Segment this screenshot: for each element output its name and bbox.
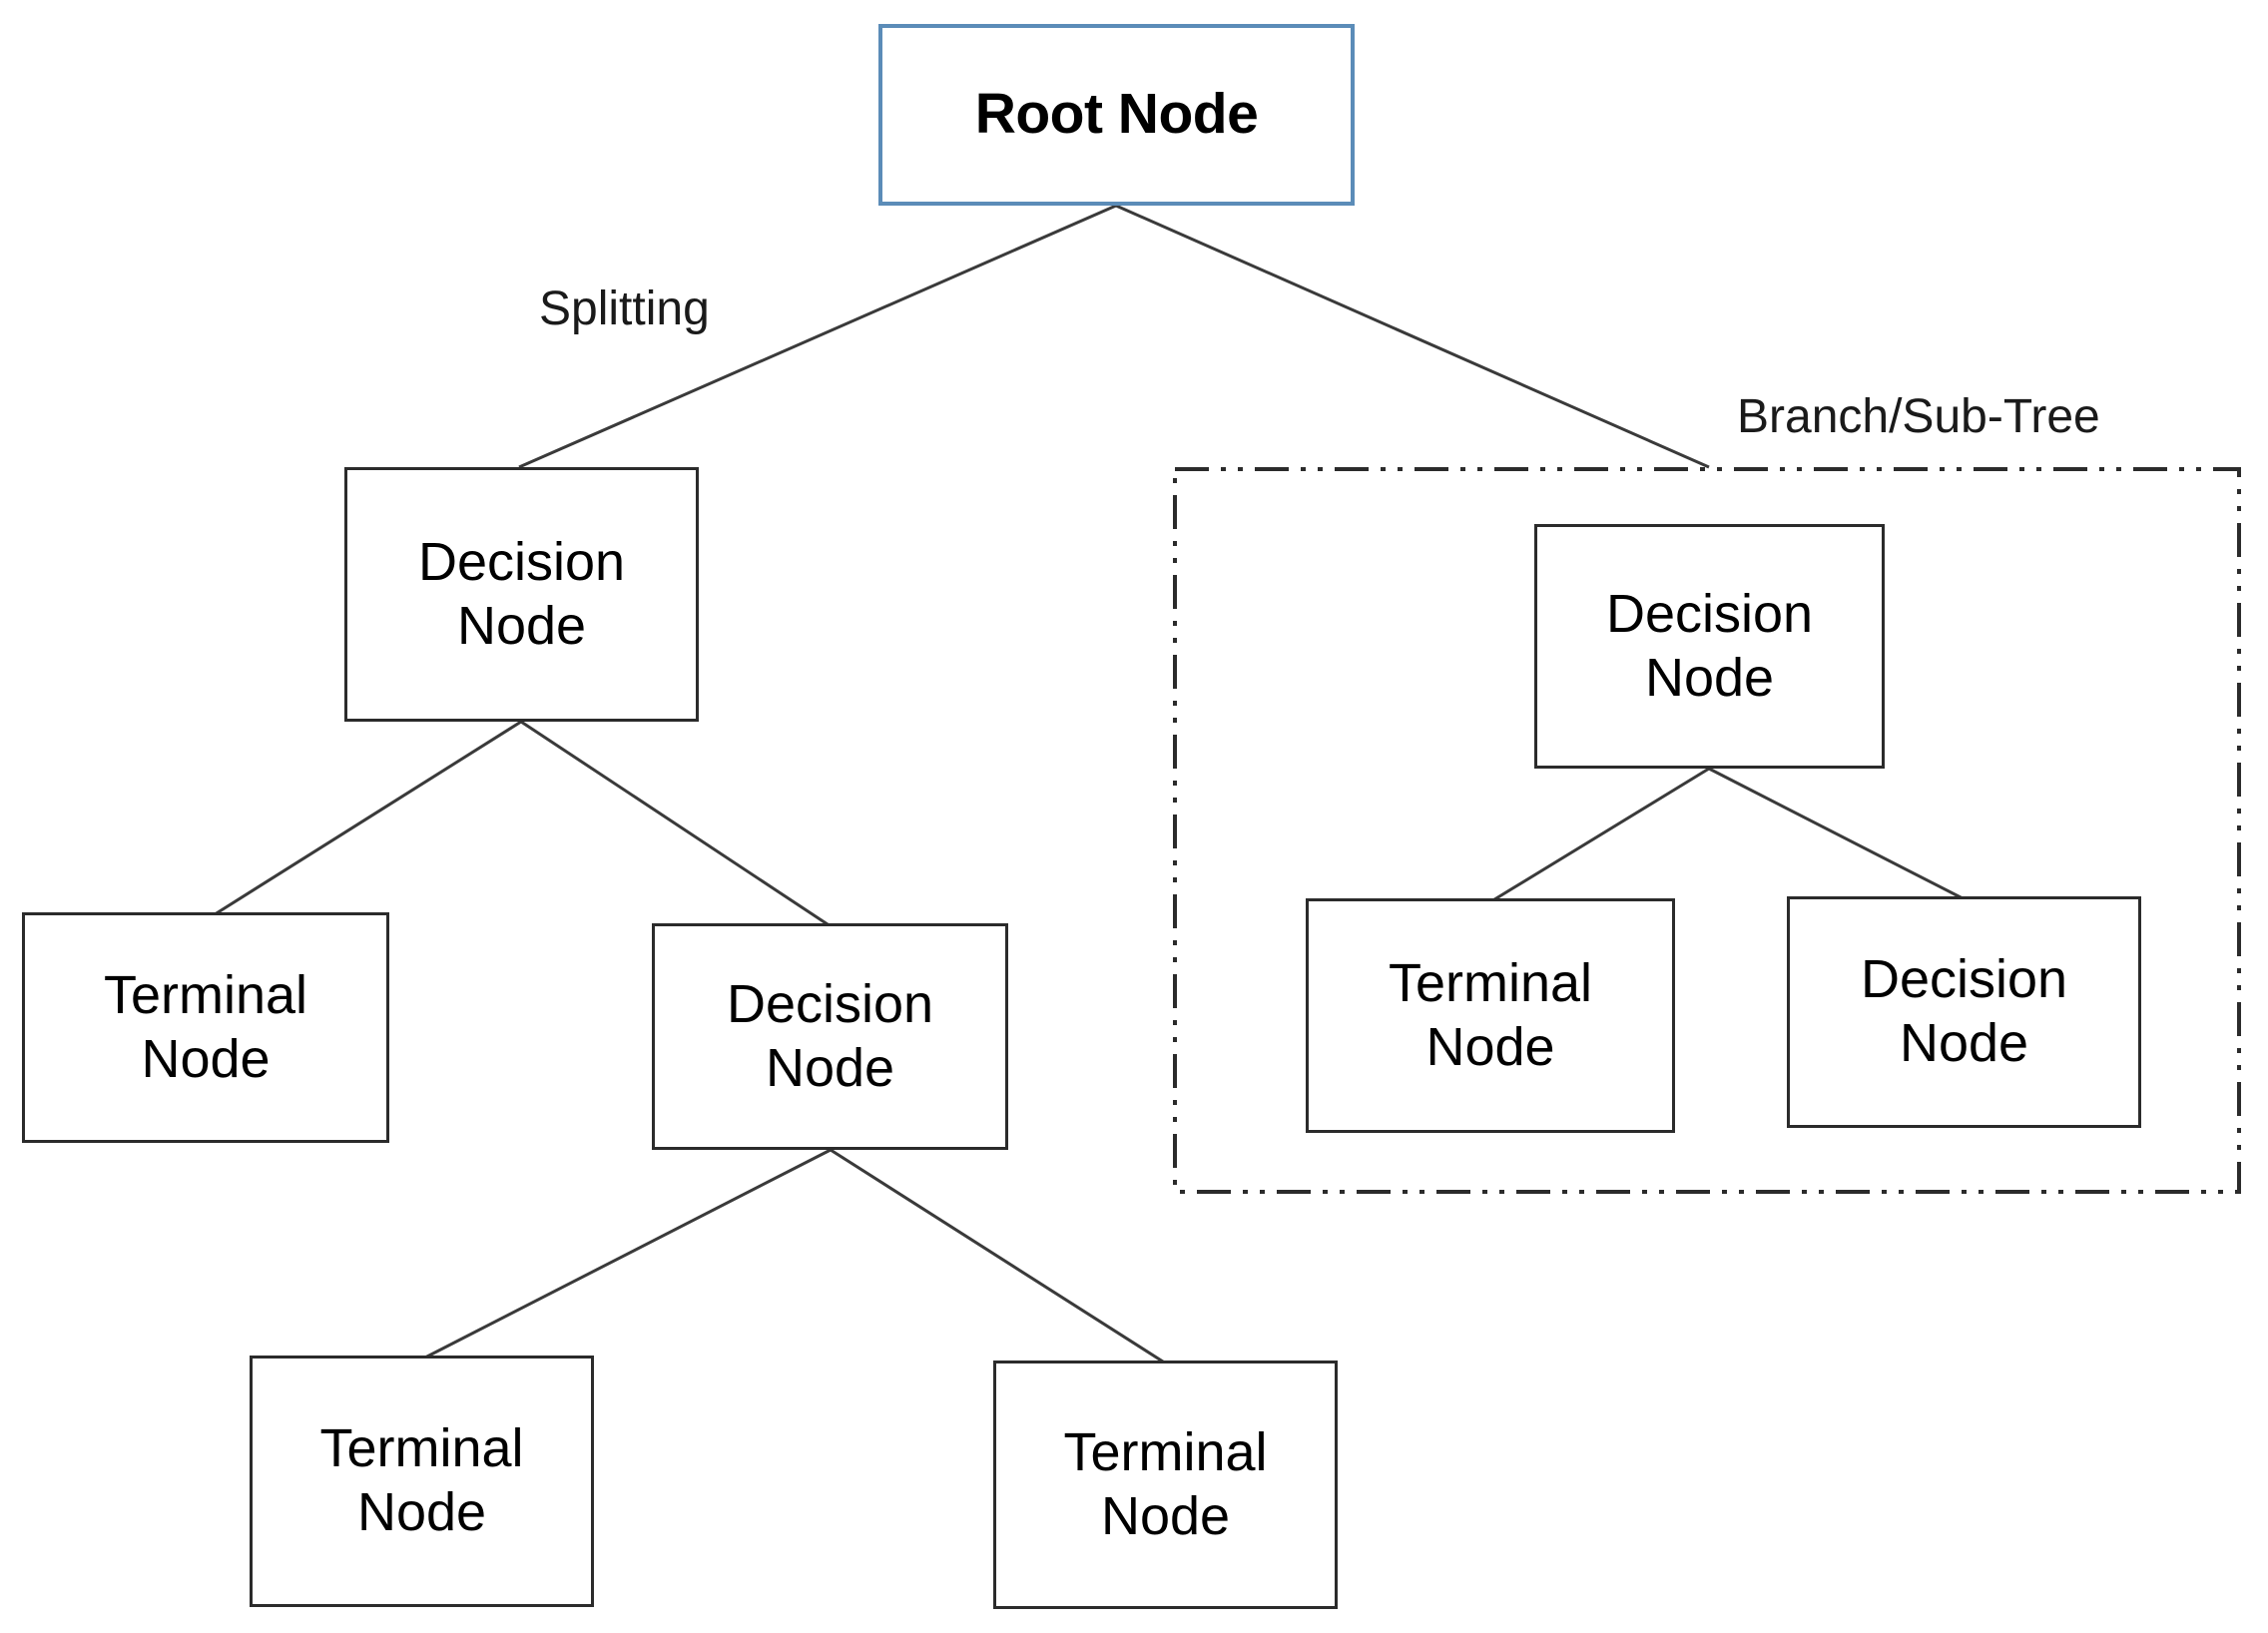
terminal-node-bottom-right[interactable]: Terminal Node: [993, 1361, 1338, 1609]
decision-node-subtree-label-line1: Decision: [1605, 583, 1814, 644]
edge-root-to-left_decision: [518, 204, 1117, 469]
terminal-node-bottom-left[interactable]: Terminal Node: [250, 1356, 594, 1607]
decision-node-left-label-line2: Node: [456, 595, 587, 656]
terminal-node-bottom-left-label-line1: Terminal: [319, 1418, 524, 1479]
branch-subtree-label: Branch/Sub-Tree: [1737, 390, 2100, 443]
decision-node-middle-label-line2: Node: [765, 1037, 895, 1098]
terminal-node-subtree-label-line1: Terminal: [1388, 952, 1593, 1013]
terminal-node-left-label-line2: Node: [141, 1028, 271, 1089]
root-node-label: Root Node: [974, 82, 1259, 147]
decision-node-subtree-right-label-line1: Decision: [1860, 949, 2068, 1010]
edge-mid_decision-to-bottom_terminal_right: [830, 1148, 1167, 1365]
terminal-node-bottom-right-label-line2: Node: [1100, 1485, 1231, 1546]
decision-node-subtree-right[interactable]: Decision Node: [1787, 896, 2141, 1128]
branch-subtree-container: [1173, 467, 2241, 1194]
edge-left_decision-to-left_terminal: [211, 720, 522, 918]
terminal-node-subtree-label-line2: Node: [1425, 1016, 1555, 1077]
decision-node-left[interactable]: Decision Node: [344, 467, 699, 722]
terminal-node-subtree[interactable]: Terminal Node: [1306, 898, 1675, 1133]
terminal-node-bottom-right-label-line1: Terminal: [1063, 1421, 1268, 1482]
decision-node-middle-label-line1: Decision: [726, 973, 934, 1034]
edge-left_decision-to-mid_decision: [520, 720, 832, 928]
terminal-node-left[interactable]: Terminal Node: [22, 912, 389, 1143]
splitting-label: Splitting: [539, 282, 710, 335]
decision-node-subtree-label-line2: Node: [1644, 647, 1775, 708]
decision-node-subtree-right-label-line2: Node: [1899, 1013, 2029, 1073]
decision-node-middle[interactable]: Decision Node: [652, 923, 1008, 1150]
edge-root-to-subtree_container: [1115, 204, 1710, 469]
terminal-node-left-label-line1: Terminal: [103, 964, 308, 1025]
decision-node-subtree[interactable]: Decision Node: [1534, 524, 1885, 769]
terminal-node-bottom-left-label-line2: Node: [356, 1482, 487, 1542]
edge-mid_decision-to-bottom_terminal_left: [422, 1148, 832, 1361]
decision-node-left-label-line1: Decision: [417, 531, 626, 592]
root-node[interactable]: Root Node: [878, 24, 1355, 206]
